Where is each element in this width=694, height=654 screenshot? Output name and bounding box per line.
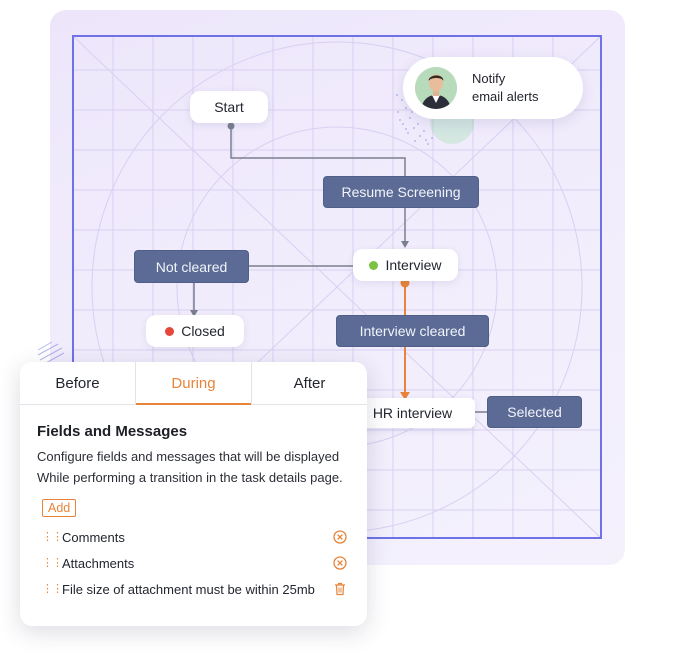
interview-cleared-node[interactable]: Interview cleared — [336, 315, 489, 347]
remove-circle-icon[interactable] — [332, 556, 348, 570]
panel-description: Configure fields and messages that will … — [37, 446, 357, 488]
hr-interview-node[interactable]: HR interview — [350, 398, 475, 428]
status-dot-green-icon — [369, 260, 379, 270]
not-cleared-node[interactable]: Not cleared — [134, 250, 249, 283]
trash-icon[interactable] — [332, 582, 348, 596]
closed-label: Closed — [181, 323, 225, 339]
remove-circle-icon[interactable] — [332, 530, 348, 544]
message-row-file-size: ⋮⋮ File size of attachment must be withi… — [42, 580, 348, 598]
drag-handle-icon[interactable]: ⋮⋮ — [42, 531, 63, 543]
drag-handle-icon[interactable]: ⋮⋮ — [42, 583, 63, 595]
start-node-label: Start — [214, 99, 244, 115]
tab-before[interactable]: Before — [20, 362, 136, 404]
start-node[interactable]: Start — [190, 91, 268, 123]
status-dot-red-icon — [165, 326, 175, 336]
tab-bar: Before During After — [20, 362, 367, 405]
selected-label: Selected — [507, 404, 562, 420]
field-label: Attachments — [62, 555, 135, 571]
selected-node[interactable]: Selected — [487, 396, 582, 428]
transition-settings-panel: Before During After Fields and Messages … — [20, 362, 367, 626]
field-row-comments: ⋮⋮ Comments — [42, 528, 348, 546]
resume-screening-label: Resume Screening — [341, 184, 461, 200]
panel-description-line-2: While performing a transition in the tas… — [37, 470, 343, 485]
avatar — [415, 67, 457, 109]
message-label: File size of attachment must be within 2… — [62, 581, 315, 597]
person-icon — [415, 67, 457, 109]
drag-handle-icon[interactable]: ⋮⋮ — [42, 557, 63, 569]
panel-description-line-1: Configure fields and messages that will … — [37, 449, 340, 464]
tab-during[interactable]: During — [136, 362, 252, 405]
notify-subtitle: email alerts — [472, 89, 539, 104]
interview-node[interactable]: Interview — [353, 249, 458, 281]
not-cleared-label: Not cleared — [155, 258, 228, 275]
field-label: Comments — [62, 529, 125, 545]
resume-screening-node[interactable]: Resume Screening — [323, 176, 479, 208]
notify-title: Notify — [472, 71, 506, 86]
closed-node[interactable]: Closed — [146, 315, 244, 347]
field-row-attachments: ⋮⋮ Attachments — [42, 554, 348, 572]
notify-email-card[interactable]: Notify email alerts — [403, 57, 583, 119]
tab-after[interactable]: After — [293, 374, 326, 392]
hr-interview-label: HR interview — [372, 405, 453, 421]
add-button[interactable]: Add — [42, 499, 77, 517]
panel-title: Fields and Messages — [37, 423, 188, 440]
interview-cleared-label: Interview cleared — [359, 323, 466, 339]
interview-label: Interview — [385, 257, 442, 273]
